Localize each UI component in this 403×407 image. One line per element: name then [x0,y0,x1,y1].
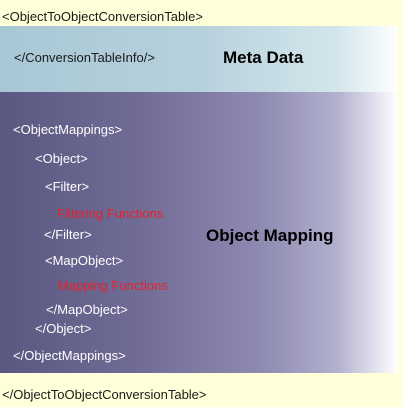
filtering-functions-label: Filtering Functions [57,206,164,221]
meta-data-panel [0,26,398,92]
mapobject-close-tag: </MapObject> [46,302,128,317]
object-open-tag: <Object> [35,151,88,166]
object-mapping-panel [0,92,398,373]
mapping-functions-label: Mapping Functions [58,278,168,293]
root-close-tag: </ObjectToObjectConversionTable> [2,387,207,402]
object-mappings-open-tag: <ObjectMappings> [13,122,123,137]
filter-open-tag: <Filter> [45,179,90,194]
root-header-band [0,0,403,26]
root-footer-band [0,373,403,407]
meta-data-heading: Meta Data [223,48,304,67]
object-close-tag: </Object> [35,321,92,336]
object-mappings-close-tag: </ObjectMappings> [13,348,126,363]
mapobject-open-tag: <MapObject> [45,253,124,268]
object-mapping-heading: Object Mapping [206,226,334,245]
root-open-tag: <ObjectToObjectConversionTable> [2,9,203,24]
filter-close-tag: </Filter> [44,227,92,242]
conversion-table-info-tag: </ConversionTableInfo/> [14,50,155,65]
